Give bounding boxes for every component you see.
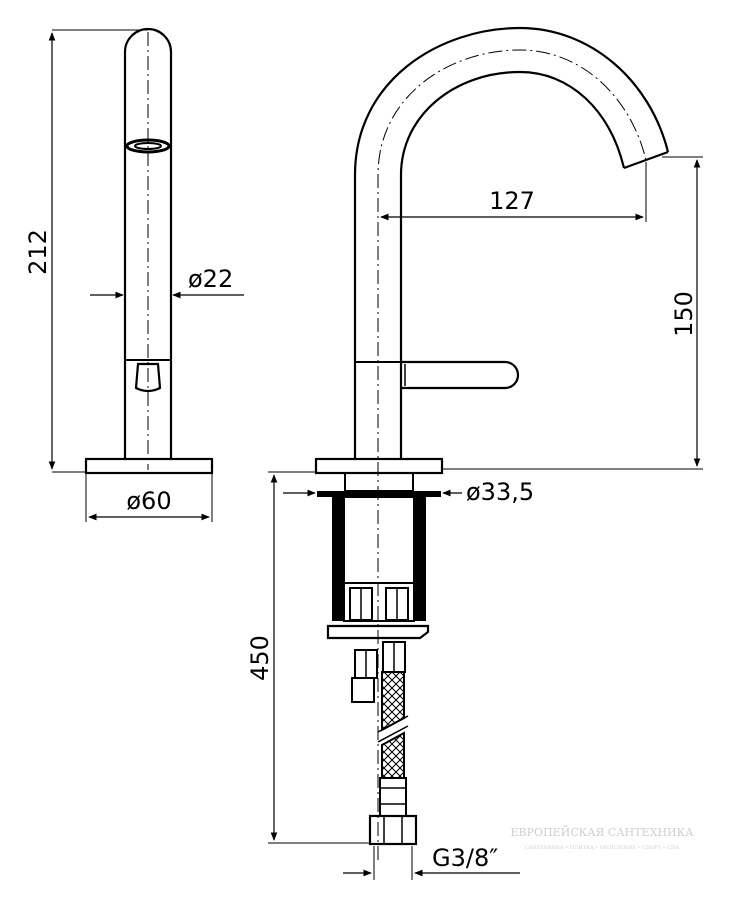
g38-nut: [368, 814, 418, 846]
watermark-subtitle: САНТЕХНИКА • ПЛИТКА • ОТОПЛЕНИЕ • СПОРТ …: [525, 845, 680, 851]
dim-label-d33: ø33,5: [466, 478, 534, 506]
side-lever-stub: [134, 362, 162, 393]
spout-inner: [399, 70, 626, 460]
dim-label-g38: G3/8″: [432, 844, 498, 872]
fixing-plate: [326, 624, 430, 640]
hose-braid-upper: [381, 671, 405, 732]
mount-sleeve-right: [414, 497, 426, 621]
aerator-ring: [125, 138, 171, 154]
dim-label-d60: ø60: [126, 487, 171, 515]
dim-label-127: 127: [489, 187, 535, 215]
spout-centerline: [377, 49, 647, 860]
dim-label-212: 212: [24, 229, 52, 275]
side-base-plate: [84, 457, 214, 475]
side-view: 212 ø22 ø60: [24, 27, 244, 522]
hose-braid-lower: [381, 731, 405, 779]
watermark-title: ЕВРОПЕЙСКАЯ САНТЕХНИКА: [511, 825, 695, 839]
dim-label-450: 450: [246, 635, 274, 681]
mount-sleeve-left: [332, 497, 344, 621]
front-view: 127 150 ø33,5 450 G3/8″: [246, 26, 703, 880]
spout-outer: [353, 26, 670, 460]
mount-shank: [344, 472, 414, 492]
side-body-outline: [123, 27, 173, 460]
front-base-plate: [314, 457, 444, 475]
lever-handle: [401, 360, 520, 390]
dim-label-150: 150: [670, 291, 698, 337]
dim-label-d22: ø22: [188, 265, 233, 293]
